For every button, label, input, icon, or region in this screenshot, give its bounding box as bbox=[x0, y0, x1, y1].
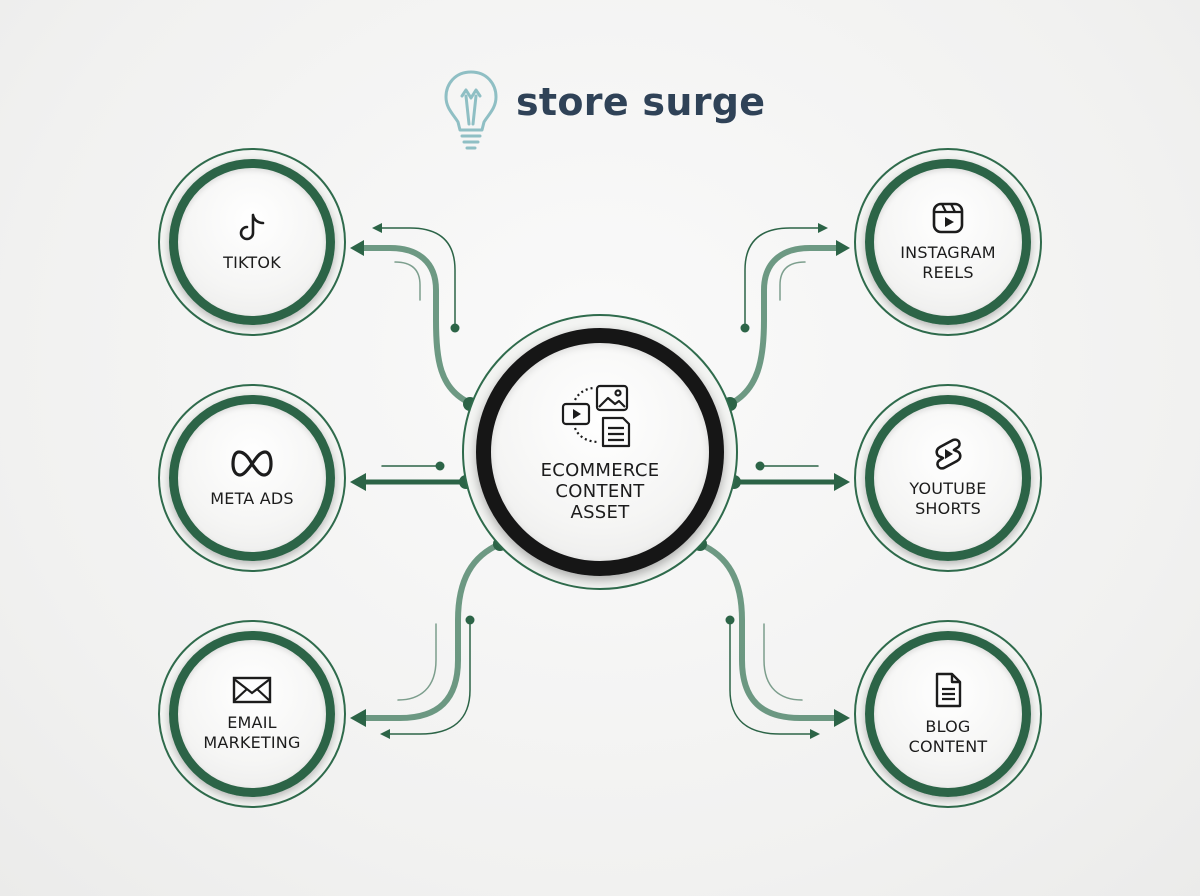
arrow-to-instagram bbox=[727, 245, 841, 407]
center-label: ECOMMERCE CONTENT ASSET bbox=[540, 459, 660, 523]
node-email-marketing: EMAIL MARKETING bbox=[158, 620, 346, 808]
document-icon bbox=[935, 672, 962, 708]
brand-name: store surge bbox=[516, 80, 766, 124]
arrow-to-blog bbox=[697, 541, 841, 721]
envelope-icon bbox=[232, 676, 272, 704]
arrow-to-email bbox=[359, 541, 503, 721]
brand-logo: store surge bbox=[440, 66, 780, 152]
shorts-icon bbox=[935, 438, 962, 470]
node-label: INSTAGRAM REELS bbox=[900, 243, 996, 282]
node-blog-content: BLOG CONTENT bbox=[854, 620, 1042, 808]
meta-icon bbox=[231, 450, 273, 477]
node-label: YOUTUBE SHORTS bbox=[909, 479, 987, 518]
node-label: EMAIL MARKETING bbox=[203, 713, 301, 752]
reels-icon bbox=[932, 202, 964, 234]
node-meta-ads: META ADS bbox=[158, 384, 346, 572]
node-youtube-shorts: YOUTUBE SHORTS bbox=[854, 384, 1042, 572]
node-label: META ADS bbox=[210, 489, 294, 508]
arrow-to-tiktok bbox=[357, 245, 471, 405]
content-assets-icon bbox=[561, 384, 631, 447]
node-label: BLOG CONTENT bbox=[908, 717, 988, 756]
tiktok-icon bbox=[239, 213, 265, 241]
center-node: ECOMMERCE CONTENT ASSET bbox=[462, 314, 738, 590]
node-instagram-reels: INSTAGRAM REELS bbox=[854, 148, 1042, 336]
node-tiktok: TIKTOK bbox=[158, 148, 346, 336]
lightbulb-icon bbox=[444, 70, 498, 150]
node-label: TIKTOK bbox=[223, 253, 281, 272]
